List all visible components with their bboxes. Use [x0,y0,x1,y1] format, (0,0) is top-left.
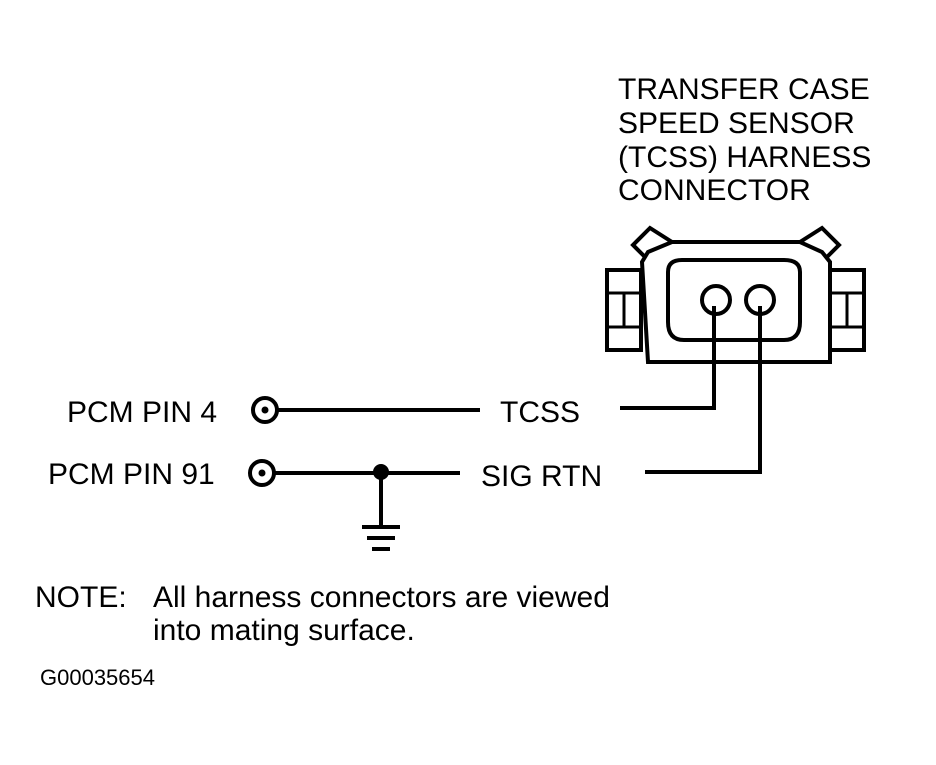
connector-title-line-3: (TCSS) HARNESS [618,141,871,174]
tcss-harness-connector [605,225,866,364]
wire-label-sig-rtn: SIG RTN [481,460,602,493]
connector-left-latch [605,268,643,352]
connector-title-line-4: CONNECTOR [618,174,811,207]
note-block: NOTE: All harness connectors are viewed … [35,581,610,647]
note-line-1: All harness connectors are viewed [153,581,610,614]
figure-code: G00035654 [40,665,155,690]
note-line-2: into mating surface. [153,614,415,647]
pcm-pin-4-label: PCM PIN 4 [67,396,217,429]
connector-title-line-1: TRANSFER CASE [618,73,870,106]
connector-title: TRANSFER CASE SPEED SENSOR (TCSS) HARNES… [618,73,871,207]
note-prefix: NOTE: [35,581,127,614]
pcm-pin-91-terminal-icon [248,459,276,487]
connector-cavity [666,258,802,342]
ground-symbol-icon [362,472,400,551]
wire-sigrtn-connector-side [645,306,762,474]
connector-title-line-2: SPEED SENSOR [618,107,855,140]
pcm-pin-91-label: PCM PIN 91 [48,458,215,491]
wire-label-tcss: TCSS [500,396,580,429]
pcm-pin-4-terminal-icon [251,396,279,424]
wire-tcss-connector-side [620,306,716,410]
